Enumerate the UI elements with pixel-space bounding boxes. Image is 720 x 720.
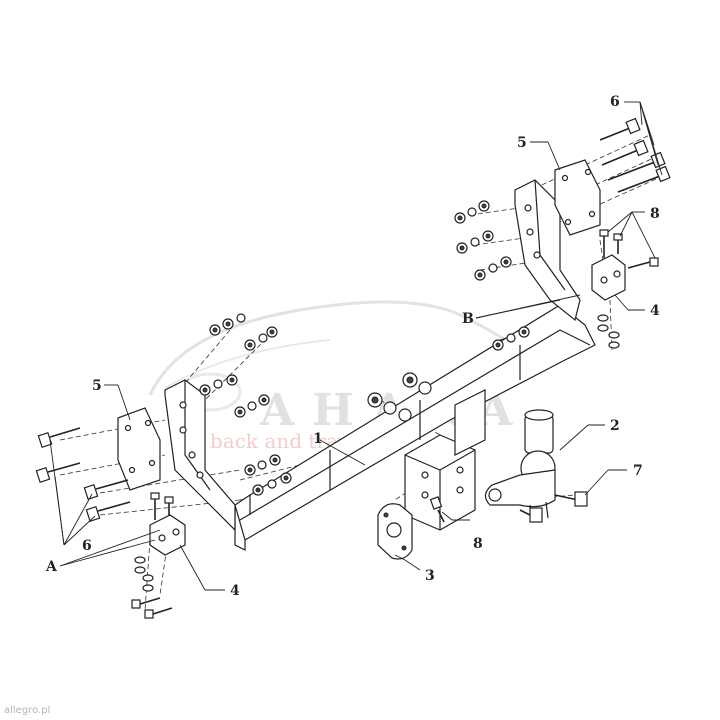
tow-ball-bolt (519, 491, 588, 523)
leader-lines (49, 101, 663, 591)
washer-icon (398, 408, 412, 422)
label-ref-b: B (462, 311, 474, 327)
nut-icon (234, 406, 246, 418)
label-part-1: 1 (313, 431, 323, 447)
label-part-7: 7 (633, 463, 643, 479)
washer-icon (236, 313, 246, 323)
washer-icon (247, 401, 257, 411)
right-long-bolts (599, 117, 671, 193)
label-part-8-center: 8 (473, 536, 483, 552)
washer-icon (267, 479, 277, 489)
left-small-bracket (131, 492, 186, 619)
bolt-icon (37, 427, 81, 449)
nut-icon (402, 372, 418, 388)
washer-icon (488, 263, 498, 273)
nut-icon (492, 339, 504, 351)
label-ref-a: A (45, 559, 58, 575)
label-part-6-left: 6 (82, 538, 92, 554)
left-long-bolts (35, 427, 131, 523)
nut-icon (597, 324, 609, 332)
nut-icon (280, 472, 292, 484)
left-plate (117, 407, 161, 491)
washer-icon (258, 333, 268, 343)
nut-icon (226, 374, 238, 386)
washer-icon (213, 379, 223, 389)
label-part-8-right: 8 (650, 206, 660, 222)
nut-icon (258, 394, 270, 406)
tow-ball-icon (484, 409, 556, 521)
washer-icon (467, 207, 477, 217)
nut-icon (608, 341, 620, 349)
washer-icon (418, 381, 432, 395)
label-part-5-left: 5 (92, 378, 102, 394)
nut-icon (142, 584, 154, 592)
nut-icon (252, 484, 264, 496)
washer-icon (257, 460, 267, 470)
nut-icon (222, 318, 234, 330)
bolt-icon (617, 165, 671, 193)
bolt-icon (35, 462, 81, 484)
washer-icon (597, 314, 609, 322)
part-labels: 1 2 3 4 4 5 5 6 6 7 8 8 A B (45, 94, 660, 599)
washer-icon (383, 401, 397, 415)
nut-icon (500, 256, 512, 268)
bolt-icon (164, 496, 174, 516)
washer-icon (470, 237, 480, 247)
bolt-icon (601, 139, 649, 166)
label-part-2: 2 (610, 418, 620, 434)
label-part-4-left: 4 (230, 583, 240, 599)
right-side-bracket (514, 179, 581, 322)
nut-icon (209, 324, 221, 336)
nut-icon (244, 464, 256, 476)
source-tag: allegro.pl (4, 705, 51, 716)
washer-icon (134, 556, 146, 564)
label-part-5-right: 5 (517, 135, 527, 151)
socket-plate-icon (377, 503, 413, 560)
bolt-icon (144, 607, 173, 619)
label-part-3: 3 (425, 568, 435, 584)
main-crossbar (234, 304, 596, 551)
nut-icon (269, 454, 281, 466)
bolt-icon (131, 597, 161, 609)
nut-icon (199, 384, 211, 396)
washer-icon (142, 574, 154, 582)
bolt-icon (83, 479, 129, 501)
nut-icon (456, 242, 468, 254)
washer-icon (608, 331, 620, 339)
bolt-icon (85, 501, 131, 523)
bolt-icon (627, 257, 659, 269)
nut-icon (478, 200, 490, 212)
nut-icon (482, 230, 494, 242)
center-small-bolt (429, 496, 445, 523)
bolt-icon (599, 229, 609, 258)
bolt-icon (599, 117, 641, 141)
label-part-6-right: 6 (610, 94, 620, 110)
nut-icon (518, 326, 530, 338)
label-part-4-right: 4 (650, 303, 660, 319)
nut-icon (474, 269, 486, 281)
nut-icon (454, 212, 466, 224)
nut-icon (134, 566, 146, 574)
nut-icon (266, 326, 278, 338)
bolt-icon (613, 233, 623, 254)
bolt-icon (150, 492, 160, 520)
washer-icon (506, 333, 516, 343)
right-small-bracket (591, 229, 659, 349)
right-plate (554, 159, 601, 236)
left-side-bracket (164, 379, 236, 532)
nut-icon (244, 339, 256, 351)
fastener-sets (199, 200, 530, 496)
nut-icon (367, 392, 383, 408)
